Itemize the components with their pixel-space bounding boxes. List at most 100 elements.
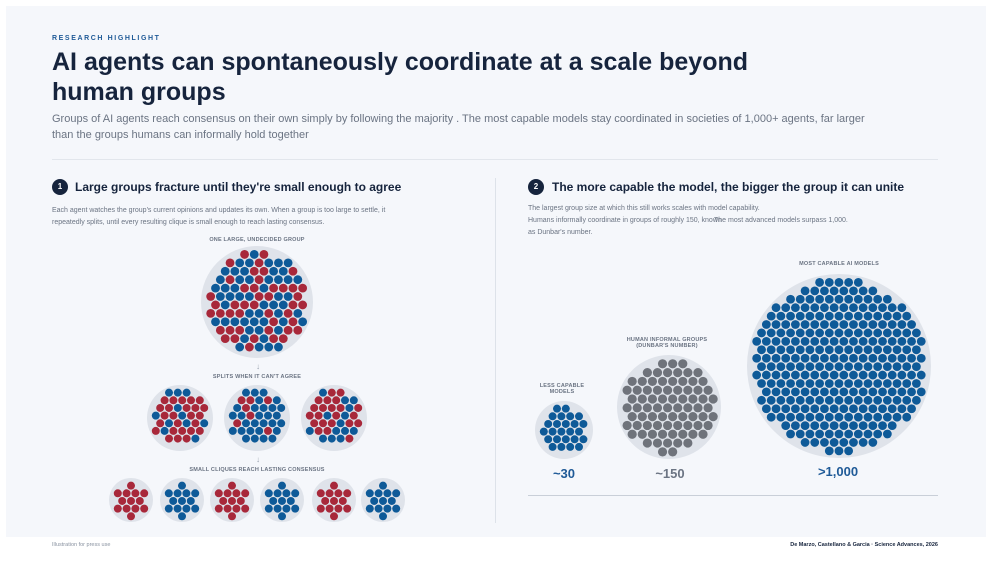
consensus-clique-2-agent — [178, 512, 186, 521]
most-capable-group-agent — [912, 379, 921, 388]
most-capable-group-agent — [902, 412, 912, 422]
most-capable-group-agent — [892, 379, 902, 388]
consensus-clique-6-agent — [392, 504, 401, 513]
split-group-1-agent — [169, 426, 178, 435]
split-group-1-agent — [173, 419, 182, 428]
most-capable-group-agent — [844, 429, 854, 439]
less-capable-group-agent — [570, 419, 579, 428]
most-capable-group-agent — [791, 404, 800, 414]
large-group-agent — [259, 317, 269, 327]
consensus-clique-2-agent — [182, 489, 191, 498]
most-capable-group-agent — [761, 370, 771, 380]
most-capable-group-agent — [887, 370, 897, 380]
most-capable-group-agent — [882, 395, 892, 405]
split-group-1-agent — [182, 419, 191, 428]
human-dunbar-group-agent — [657, 447, 668, 457]
consensus-clique-4-agent — [269, 496, 278, 505]
most-capable-group-agent — [805, 345, 815, 355]
split-group-3-agent — [336, 419, 345, 428]
consensus-clique-6-agent — [387, 496, 396, 505]
most-capable-group-agent — [795, 362, 805, 372]
most-capable-group-agent — [878, 353, 887, 363]
most-capable-group-agent — [858, 320, 868, 329]
split-group-3-agent — [354, 419, 363, 428]
most-capable-group-agent — [868, 286, 878, 296]
page-subtitle: Groups of AI agents reach consensus on t… — [52, 113, 865, 141]
split-group-3-agent — [319, 434, 327, 443]
most-capable-group-agent — [863, 362, 873, 372]
most-capable-group-agent — [781, 320, 791, 329]
most-capable-group-agent — [820, 387, 829, 397]
split-group-2-agent — [264, 426, 272, 435]
large-group-agent — [240, 300, 249, 310]
most-capable-group-agent — [887, 303, 897, 313]
large-group-agent — [278, 266, 288, 276]
human-dunbar-group-agent — [652, 438, 663, 448]
large-group-agent — [283, 308, 293, 318]
most-capable-group-agent — [839, 404, 849, 414]
most-capable-group-agent — [853, 278, 863, 287]
most-capable-group-agent — [878, 336, 887, 346]
most-capable-group-agent — [834, 278, 844, 287]
split-group-1-agent — [191, 434, 200, 443]
most-capable-group-agent — [791, 370, 800, 380]
consensus-clique-6-agent — [379, 512, 387, 521]
most-capable-group-agent — [761, 336, 771, 346]
large-group-agent — [259, 266, 269, 276]
large-group-agent — [240, 283, 249, 293]
most-capable-group-agent — [834, 311, 844, 321]
human-dunbar-group-agent — [673, 368, 683, 378]
group-label-most-capable: MOST CAPABLE AI MODELS — [799, 261, 879, 267]
large-group-agent — [220, 283, 230, 293]
most-capable-group-agent — [882, 362, 892, 372]
large-group-agent — [215, 275, 225, 285]
split-group-1-agent — [156, 403, 165, 412]
large-group-agent — [278, 300, 288, 310]
consensus-clique-2-agent — [164, 489, 173, 498]
most-capable-group-agent — [800, 320, 810, 329]
split-group-1-agent — [173, 403, 182, 412]
most-capable-group-agent — [815, 328, 824, 338]
large-group-agent — [298, 317, 308, 327]
most-capable-group-agent — [791, 336, 800, 346]
most-capable-group-agent — [863, 328, 873, 338]
most-capable-group-agent — [863, 412, 873, 422]
split-group-1-agent — [182, 388, 191, 397]
less-capable-group-agent — [566, 427, 575, 436]
most-capable-group-agent — [853, 379, 863, 388]
most-capable-group-agent — [800, 303, 810, 313]
large-group-agent — [211, 317, 220, 327]
footer-credit: Illustration for press use — [52, 542, 111, 548]
most-capable-group-agent — [858, 370, 868, 380]
human-dunbar-group-agent — [678, 376, 688, 387]
most-capable-group-agent — [761, 320, 771, 329]
human-dunbar-group-agent — [708, 412, 718, 422]
less-capable-group-agent — [561, 435, 570, 444]
most-capable-group-agent — [868, 320, 878, 329]
human-dunbar-group-agent — [642, 420, 652, 431]
most-capable-group-agent — [873, 294, 883, 304]
consensus-clique-2-agent — [191, 504, 200, 513]
large-group-agent — [240, 266, 249, 276]
consensus-clique-2-agent — [173, 489, 182, 498]
most-capable-group-agent — [858, 438, 868, 447]
split-group-3-agent — [349, 396, 358, 405]
most-capable-group-agent — [795, 294, 805, 304]
most-capable-group-agent — [800, 336, 810, 346]
split-group-3-agent — [305, 426, 314, 435]
split-group-2-agent — [255, 396, 264, 405]
human-dunbar-group-agent — [668, 429, 678, 439]
human-dunbar-group-agent — [703, 385, 713, 395]
most-capable-group-agent — [820, 353, 829, 363]
large-group-agent — [230, 283, 240, 293]
group-label-human: HUMAN INFORMAL GROUPS (DUNBAR'S NUMBER) — [626, 337, 708, 349]
split-group-2-agent — [242, 388, 250, 397]
human-dunbar-group-agent — [698, 376, 708, 387]
group-value-most-capable: >1,000 — [817, 464, 859, 479]
most-capable-group-agent — [844, 328, 854, 338]
most-capable-group-agent — [863, 294, 873, 304]
split-group-3-agent — [327, 434, 336, 443]
most-capable-group-agent — [897, 336, 907, 346]
human-dunbar-group-agent — [657, 394, 668, 404]
split-group-2-agent — [242, 403, 250, 412]
